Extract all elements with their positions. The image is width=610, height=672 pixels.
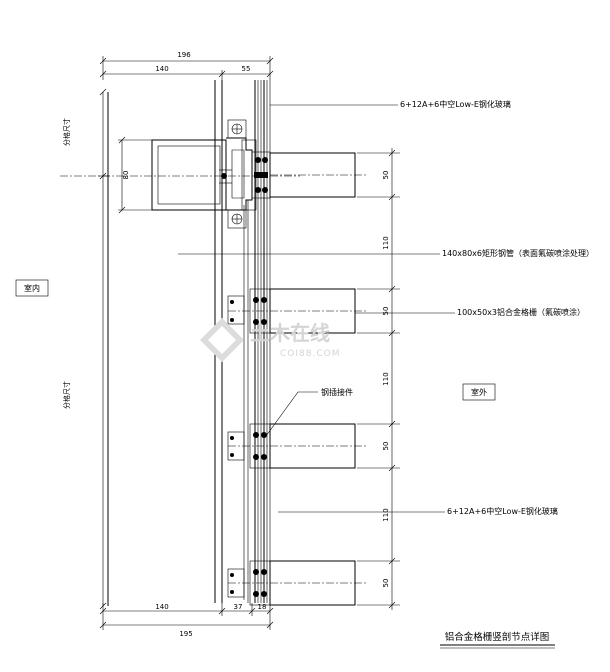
dim-fin-2: 50	[382, 307, 390, 316]
dim-bottom-mid: 37	[234, 603, 243, 611]
fin-connectors	[227, 151, 271, 606]
watermark-main: 土木在线	[250, 321, 330, 345]
label-indoor: 室内	[24, 283, 40, 293]
dim-bottom-total: 195	[179, 630, 192, 638]
dim-bottom-right: 18	[258, 603, 267, 611]
label-glass-bottom: 6+12A+6中空Low-E钢化玻璃	[447, 506, 558, 516]
dim-left-upper: 分格尺寸	[62, 118, 71, 146]
label-glass-top: 6+12A+6中空Low-E钢化玻璃	[400, 99, 511, 109]
label-connector: 钢插接件	[321, 387, 353, 397]
title-text: 铝合金格栅竖剖节点详图	[445, 631, 550, 643]
dim-box-height: 80	[122, 171, 130, 180]
aluminum-fins	[228, 152, 368, 606]
connector-3	[227, 423, 271, 469]
dim-fin-1: 50	[382, 171, 390, 180]
dim-fin-4: 50	[382, 579, 390, 588]
connector-1	[251, 151, 271, 199]
room-labels: 室内 室外	[15, 279, 496, 401]
dim-bottom-left: 140	[155, 603, 168, 611]
dim-top-left: 140	[155, 65, 168, 73]
top-dimensions: 196 140 55	[99, 51, 274, 80]
drawing-title: 铝合金格栅竖剖节点详图	[440, 631, 555, 649]
steel-tube	[151, 139, 232, 211]
label-alu-grille: 100x50x3铝合金格栅（氟碳喷涂）	[457, 307, 585, 317]
connector-2	[227, 288, 271, 334]
dim-left-lower: 分格尺寸	[62, 381, 71, 409]
dim-fin-3: 50	[382, 442, 390, 451]
dim-gap-3: 110	[382, 508, 390, 521]
dim-gap-2: 110	[382, 372, 390, 385]
label-outdoor: 室外	[471, 387, 487, 397]
watermark: 土木在线 COI88.COM	[200, 318, 340, 362]
annotations: 6+12A+6中空Low-E钢化玻璃 140x80x6矩形钢管（表面氟碳喷涂处理…	[178, 99, 594, 516]
watermark-sub: COI88.COM	[280, 349, 340, 359]
connector-4	[227, 560, 271, 606]
label-steel-tube: 140x80x6矩形钢管（表面氟碳喷涂处理）	[442, 248, 594, 258]
dim-top-right: 55	[242, 65, 251, 73]
dim-top-total: 196	[177, 51, 191, 59]
bottom-dimensions: 140 37 18 195	[99, 603, 274, 638]
dim-gap-1: 110	[382, 236, 390, 249]
right-dimensions: 50 110 50 110 50 110 50	[357, 148, 400, 610]
